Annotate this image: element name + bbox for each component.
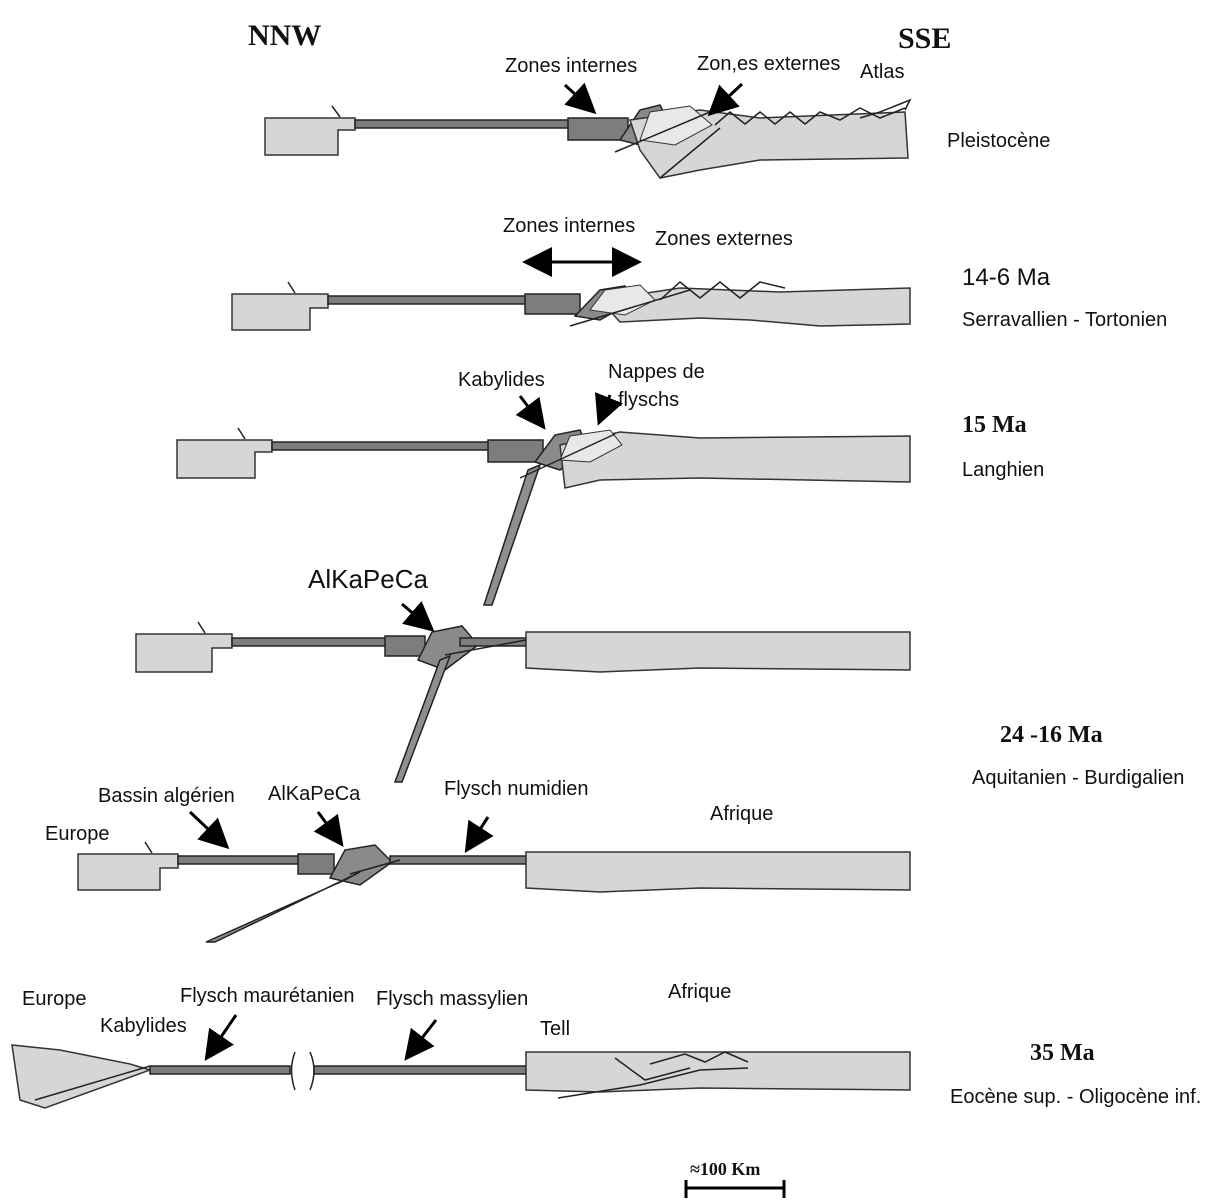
- scale-bar: [686, 1180, 784, 1198]
- age-35ma: 35 Ma: [1030, 1040, 1095, 1066]
- period-aquitanien: Aquitanien - Burdigalien: [972, 767, 1184, 789]
- label-alkapeca-4: AlKaPeCa: [308, 564, 428, 594]
- period-pleistocene: Pleistocène: [947, 130, 1050, 152]
- label-europe-5: Europe: [45, 823, 110, 845]
- section-bassin-algerien: [78, 842, 910, 942]
- direction-sse: SSE: [898, 22, 951, 55]
- label-kabylides-3: Kabylides: [458, 369, 545, 391]
- arrow-massylien: [408, 1020, 436, 1056]
- label-flyschs: flyschs: [618, 389, 679, 411]
- label-tell: Tell: [540, 1018, 570, 1040]
- label-afrique-6: Afrique: [668, 981, 731, 1003]
- label-zones-internes-1: Zones internes: [505, 55, 637, 77]
- label-europe-6: Europe: [22, 988, 87, 1010]
- period-eocene: Eocène sup. - Oligocène inf.: [950, 1086, 1201, 1108]
- label-flysch-numidien: Flysch numidien: [444, 778, 589, 800]
- label-nappes-de: Nappes de: [608, 361, 705, 383]
- scale-label: ≈100 Km: [690, 1159, 760, 1179]
- age-24-16ma: 24 -16 Ma: [1000, 722, 1103, 748]
- section-35ma: [12, 1045, 910, 1108]
- section-pleistocene: [265, 100, 910, 178]
- label-zones-externes-1: Zon,es externes: [697, 53, 840, 75]
- arrow-mauretanien: [208, 1015, 236, 1056]
- arrow-zones-externes-1: [712, 84, 742, 112]
- label-zones-internes-2: Zones internes: [503, 215, 635, 237]
- label-atlas: Atlas: [860, 61, 904, 83]
- section-alkapeca: [136, 622, 910, 782]
- section-15ma: [177, 428, 910, 605]
- label-flysch-mauretanien: Flysch maurétanien: [180, 985, 355, 1007]
- arrow-alkapeca-4: [402, 604, 430, 628]
- arrow-zones-internes-1: [565, 85, 592, 110]
- arrow-numidien: [468, 817, 488, 848]
- label-afrique-5: Afrique: [710, 803, 773, 825]
- age-14-6ma: 14-6 Ma: [962, 264, 1051, 291]
- arrow-kabylides-3: [520, 396, 542, 425]
- label-alkapeca-5: AlKaPeCa: [268, 783, 361, 805]
- period-serravallien: Serravallien - Tortonien: [962, 309, 1167, 331]
- arrow-nappes: [600, 395, 610, 420]
- age-15ma: 15 Ma: [962, 412, 1027, 438]
- arrow-alkapeca-5: [318, 812, 340, 842]
- label-zones-externes-2: Zones externes: [655, 228, 793, 250]
- arrow-bassin: [190, 812, 225, 845]
- direction-nnw: NNW: [248, 19, 321, 52]
- period-langhien: Langhien: [962, 459, 1044, 481]
- label-kabylides-6: Kabylides: [100, 1015, 187, 1037]
- label-bassin-algerien: Bassin algérien: [98, 785, 235, 807]
- section-14-6ma: [232, 282, 910, 330]
- label-flysch-massylien: Flysch massylien: [376, 988, 528, 1010]
